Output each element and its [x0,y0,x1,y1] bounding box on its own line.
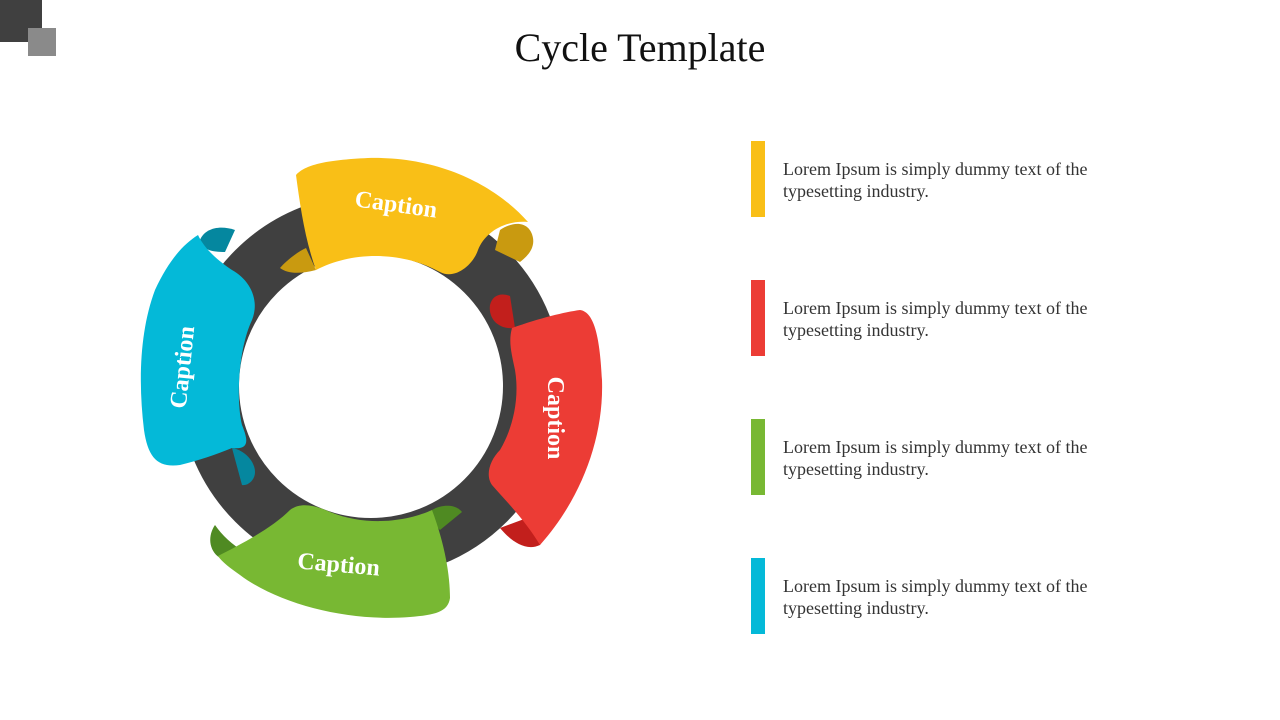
legend-text-cyan: Lorem Ipsum is simply dummy text of the … [783,576,1088,618]
shape-green [218,505,450,618]
shape-yellow [296,157,528,275]
legend-item-red: Lorem Ipsum is simply dummy text of the … [751,280,1171,356]
cycle-segment-cyan: Caption [140,227,255,486]
legend-item-yellow: Lorem Ipsum is simply dummy text of the … [751,141,1171,217]
legend-text-green: Lorem Ipsum is simply dummy text of the … [783,437,1088,479]
cycle-segment-green: Caption [210,505,462,618]
shape-cyan [140,235,255,466]
legend-item-green: Lorem Ipsum is simply dummy text of the … [751,419,1171,495]
cycle-ring [179,194,563,578]
legend-text-red: Lorem Ipsum is simply dummy text of the … [783,298,1088,340]
cycle-segment-red: Caption [488,294,603,548]
legend-bar-yellow [751,141,765,217]
corner-decoration-light [28,28,56,56]
cycle-segment-yellow: Caption [280,157,534,275]
fold-green-right [432,505,462,530]
fold-yellow-left [280,248,316,273]
fold-cyan-top [200,227,235,252]
segment-label-red: Caption [542,377,568,460]
legend-bar-red [751,280,765,356]
page-title: Cycle Template [514,25,766,70]
fold-yellow-right [495,223,534,262]
fold-red-top [489,294,515,329]
legend-bar-cyan [751,558,765,634]
fold-cyan-bottom [232,448,255,486]
legend-text-yellow: Lorem Ipsum is simply dummy text of the … [783,159,1088,201]
legend-item-cyan: Lorem Ipsum is simply dummy text of the … [751,558,1171,634]
legend-bar-green [751,419,765,495]
shape-red [488,310,603,545]
